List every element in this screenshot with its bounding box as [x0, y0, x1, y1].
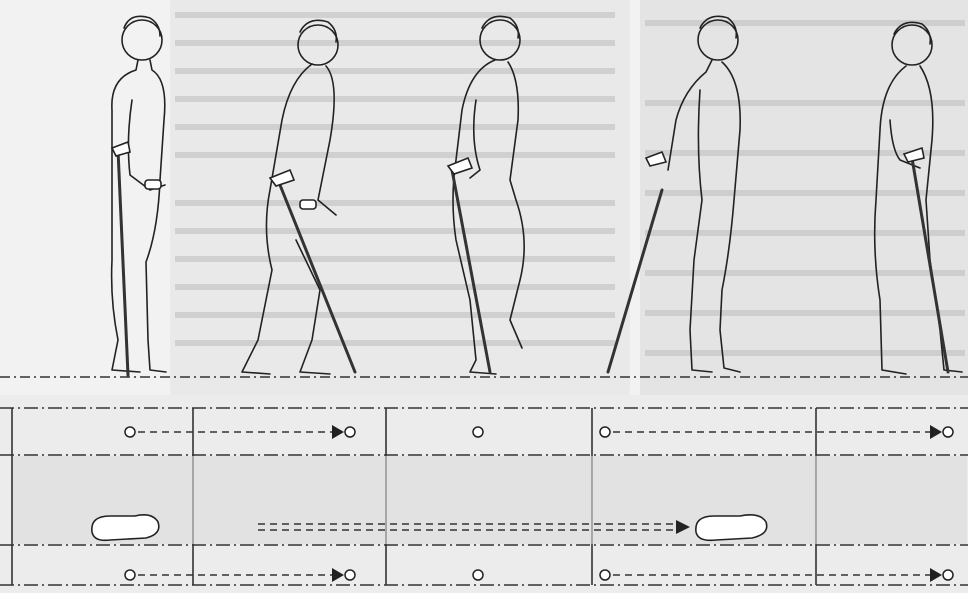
crutch-tip-dot	[125, 570, 135, 580]
crutch-tip-dot	[943, 427, 953, 437]
crutch-tip-dot	[473, 427, 483, 437]
footprint-icon	[696, 515, 767, 540]
crutch-tip-dot	[943, 570, 953, 580]
crutch-tip-dot	[345, 570, 355, 580]
crutch-tip-dot	[600, 427, 610, 437]
crutch-tip-dot	[345, 427, 355, 437]
crutch-tip-dot	[600, 570, 610, 580]
crutch-tip-dot	[473, 570, 483, 580]
footprint-icon	[92, 515, 159, 540]
crutch-tip-dot	[125, 427, 135, 437]
